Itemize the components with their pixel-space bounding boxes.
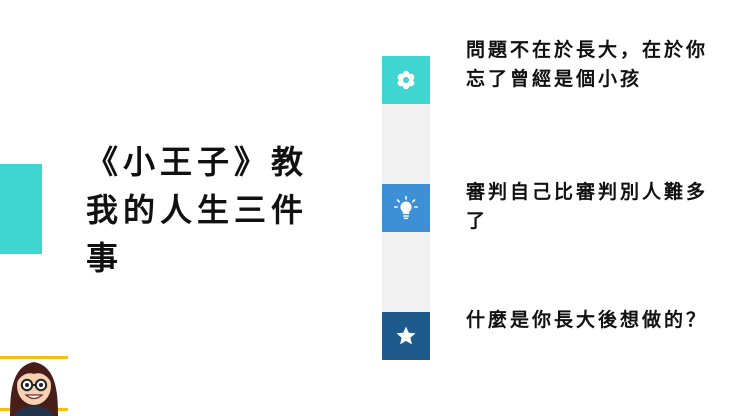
timeline-item-3-text: 什麼是你長大後想做的？ xyxy=(466,309,709,331)
avatar-stripe xyxy=(0,356,68,359)
flower-icon xyxy=(397,70,415,90)
timeline-item-1-text: 問題不在於長大，在於你忘了曾經是個小孩 xyxy=(466,39,709,90)
star-icon xyxy=(396,326,416,345)
timeline-node-1 xyxy=(382,56,430,104)
lightbulb-icon xyxy=(393,195,419,220)
timeline-node-2 xyxy=(382,184,430,232)
avatar xyxy=(0,352,68,416)
timeline-item-2-text: 審判自己比審判別人難多了 xyxy=(466,181,709,232)
girl-avatar-icon xyxy=(10,362,58,416)
timeline-node-3 xyxy=(382,312,430,360)
slide-title: 《小王子》教我的人生三件事 xyxy=(86,143,309,277)
accent-block xyxy=(0,164,42,254)
